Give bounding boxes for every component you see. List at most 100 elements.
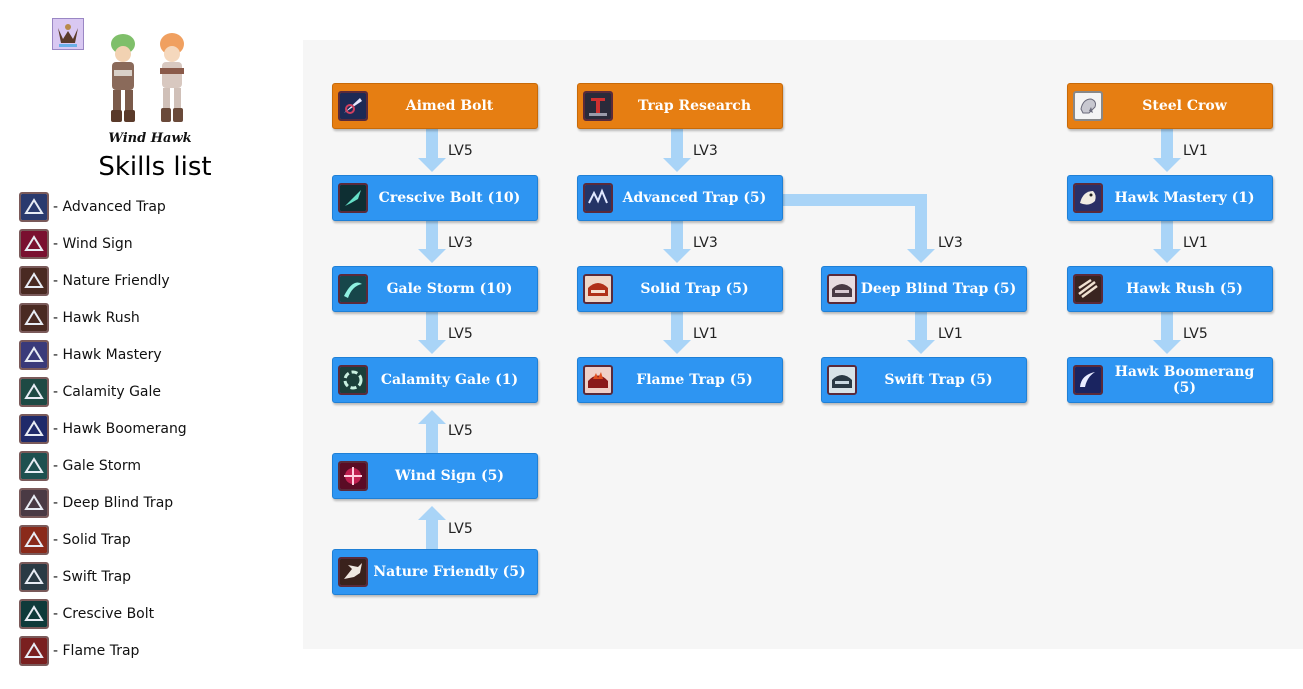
skill-node-hawk-rush[interactable]: Hawk Rush (5) xyxy=(1067,266,1273,312)
wind-sign-icon xyxy=(19,229,49,259)
skill-node-hawk-mastery[interactable]: Hawk Mastery (1) xyxy=(1067,175,1273,221)
hawk-boomerang-icon xyxy=(1073,365,1103,395)
legend-label: - Crescive Bolt xyxy=(53,606,155,622)
skill-name: Nature Friendly (5) xyxy=(373,564,526,580)
solid-trap-icon xyxy=(583,274,613,304)
skill-node-calamity-gale[interactable]: Calamity Gale (1) xyxy=(332,357,538,403)
trap-research-icon xyxy=(583,91,613,121)
gale-storm-icon xyxy=(19,451,49,481)
legend-label: - Wind Sign xyxy=(53,236,133,252)
level-label: LV1 xyxy=(1183,235,1208,251)
skill-name: Advanced Trap (5) xyxy=(622,190,767,206)
skill-node-steel-crow[interactable]: Steel Crow xyxy=(1067,83,1273,129)
legend-label: - Hawk Rush xyxy=(53,310,140,326)
hawk-mastery-icon xyxy=(19,340,49,370)
skill-node-advanced-trap[interactable]: Advanced Trap (5) xyxy=(577,175,783,221)
skill-node-wind-sign[interactable]: Wind Sign (5) xyxy=(332,453,538,499)
nature-friendly-icon xyxy=(338,557,368,587)
skill-node-flame-trap[interactable]: Flame Trap (5) xyxy=(577,357,783,403)
character-sprites xyxy=(111,33,184,122)
swift-trap-icon xyxy=(19,562,49,592)
hawk-boomerang-icon xyxy=(19,414,49,444)
skill-node-crescive-bolt[interactable]: Crescive Bolt (10) xyxy=(332,175,538,221)
skill-name: Hawk Rush (5) xyxy=(1126,281,1243,297)
skill-name: Crescive Bolt (10) xyxy=(378,190,521,206)
legend-item: - Hawk Rush xyxy=(19,301,140,335)
male-character-sprite xyxy=(111,34,135,122)
skill-name: Gale Storm (10) xyxy=(386,281,513,297)
level-label: LV3 xyxy=(448,235,473,251)
skill-name: Flame Trap (5) xyxy=(636,372,753,388)
calamity-gale-icon xyxy=(338,365,368,395)
level-label: LV5 xyxy=(448,423,473,439)
legend-label: - Calamity Gale xyxy=(53,384,162,400)
level-label: LV3 xyxy=(693,143,718,159)
wind-sign-icon xyxy=(338,461,368,491)
steel-crow-icon xyxy=(1073,91,1103,121)
arrow-rush-to-boomerang xyxy=(1153,312,1181,354)
legend-item: - Calamity Gale xyxy=(19,375,161,409)
legend-label: - Flame Trap xyxy=(53,643,140,659)
hawk-mastery-icon xyxy=(1073,183,1103,213)
solid-trap-icon xyxy=(19,525,49,555)
legend-label: - Deep Blind Trap xyxy=(53,495,174,511)
legend-item: - Wind Sign xyxy=(19,227,133,261)
arrow-wind-to-calamity xyxy=(418,410,446,453)
skill-node-aimed-bolt[interactable]: Aimed Bolt xyxy=(332,83,538,129)
skill-node-hawk-boomerang[interactable]: Hawk Boomerang (5) xyxy=(1067,357,1273,403)
level-label: LV3 xyxy=(938,235,963,251)
skill-node-trap-research[interactable]: Trap Research xyxy=(577,83,783,129)
advanced-trap-icon xyxy=(583,183,613,213)
legend-item: - Nature Friendly xyxy=(19,264,170,298)
legend-label: - Hawk Boomerang xyxy=(53,421,187,437)
legend-item: - Advanced Trap xyxy=(19,190,166,224)
swift-trap-icon xyxy=(827,365,857,395)
legend-item: - Crescive Bolt xyxy=(19,597,154,631)
level-label: LV5 xyxy=(448,143,473,159)
legend-label: - Nature Friendly xyxy=(53,273,170,289)
skill-name: Steel Crow xyxy=(1142,98,1227,114)
skill-node-solid-trap[interactable]: Solid Trap (5) xyxy=(577,266,783,312)
class-emblem-icon xyxy=(52,18,84,50)
level-label: LV1 xyxy=(1183,143,1208,159)
legend-label: - Swift Trap xyxy=(53,569,132,585)
legend-label: - Advanced Trap xyxy=(53,199,166,215)
legend-item: - Gale Storm xyxy=(19,449,141,483)
hawk-rush-icon xyxy=(19,303,49,333)
legend-item: - Flame Trap xyxy=(19,634,139,668)
level-label: LV5 xyxy=(1183,326,1208,342)
level-label: LV5 xyxy=(448,521,473,537)
deep-blind-trap-icon xyxy=(827,274,857,304)
level-label: LV5 xyxy=(448,326,473,342)
legend-label: - Hawk Mastery xyxy=(53,347,162,363)
crescive-bolt-icon xyxy=(19,599,49,629)
skill-node-nature-friendly[interactable]: Nature Friendly (5) xyxy=(332,549,538,595)
level-label: LV3 xyxy=(693,235,718,251)
skill-name: Wind Sign (5) xyxy=(395,468,504,484)
arrow-advanced-to-deep xyxy=(781,194,935,263)
skill-node-gale-storm[interactable]: Gale Storm (10) xyxy=(332,266,538,312)
flame-trap-icon xyxy=(19,636,49,666)
legend-item: - Solid Trap xyxy=(19,523,131,557)
arrow-crescive-to-gale xyxy=(418,221,446,263)
skill-tree-panel: LV5 LV3 LV5 LV5 LV5 LV3 LV3 LV3 LV1 LV1 … xyxy=(303,40,1303,649)
arrow-crow-to-mastery xyxy=(1153,129,1181,172)
arrow-aimed-to-crescive xyxy=(418,129,446,172)
skills-list-title: Skills list xyxy=(98,152,212,182)
arrow-trap-to-advanced xyxy=(663,129,691,172)
skill-node-swift-trap[interactable]: Swift Trap (5) xyxy=(821,357,1027,403)
hawk-rush-icon xyxy=(1073,274,1103,304)
skill-name: Aimed Bolt xyxy=(405,98,494,114)
class-name: Wind Hawk xyxy=(108,131,192,146)
legend-label: - Solid Trap xyxy=(53,532,131,548)
level-label: LV1 xyxy=(938,326,963,342)
skill-name: Deep Blind Trap (5) xyxy=(860,281,1017,297)
advanced-trap-icon xyxy=(19,192,49,222)
gale-storm-icon xyxy=(338,274,368,304)
flame-trap-icon xyxy=(583,365,613,395)
arrow-mastery-to-rush xyxy=(1153,221,1181,263)
arrow-nature-to-wind xyxy=(418,506,446,549)
skill-name: Hawk Mastery (1) xyxy=(1114,190,1255,206)
skill-node-deep-blind-trap[interactable]: Deep Blind Trap (5) xyxy=(821,266,1027,312)
skill-name: Hawk Boomerang (5) xyxy=(1114,364,1255,396)
